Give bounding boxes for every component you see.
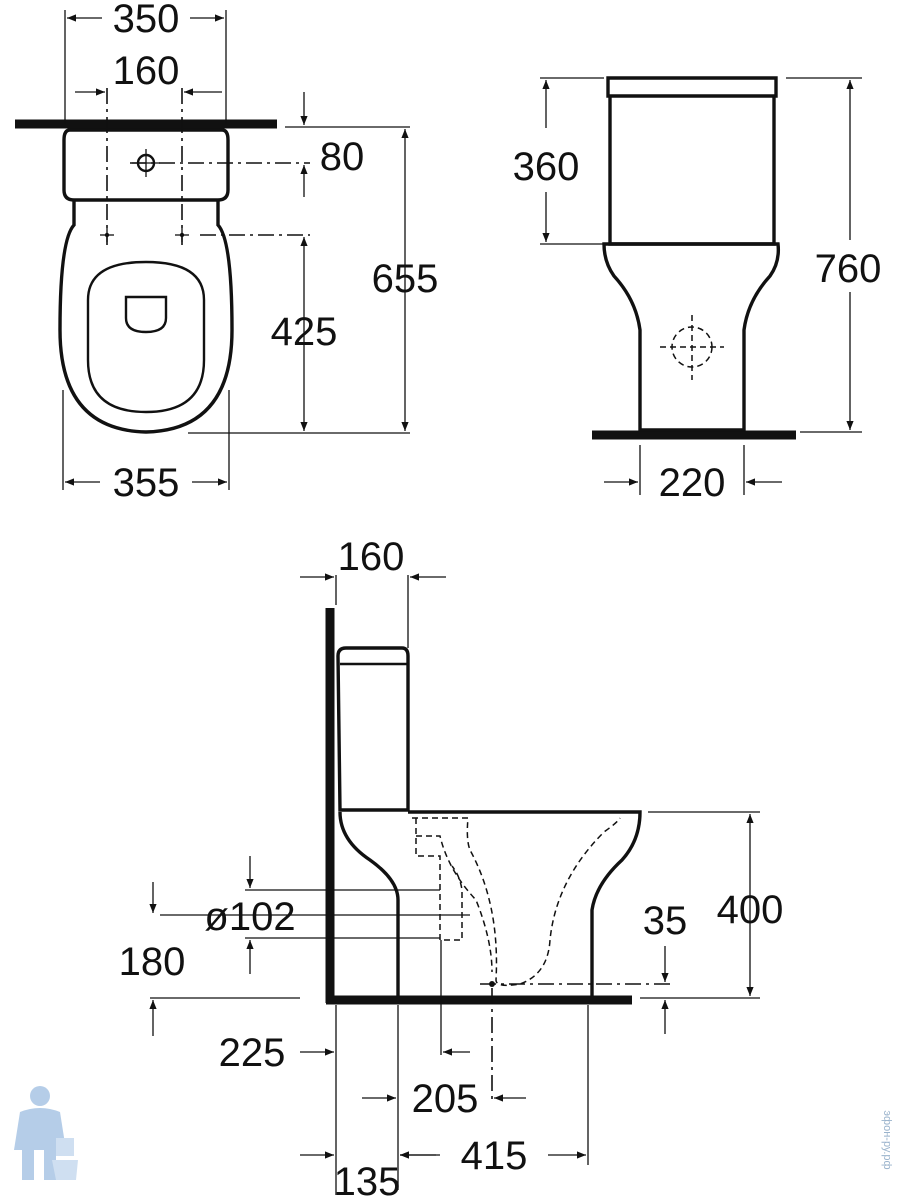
watermark-site-text: эфон-ру.рф <box>881 1110 893 1169</box>
dim-floor-offset: 35 <box>643 899 688 943</box>
seat-outline <box>86 260 206 414</box>
trap-hidden-inner <box>416 835 493 973</box>
outlet-hidden <box>415 818 463 941</box>
dim-total-depth: 655 <box>372 257 439 301</box>
dim-width-bowl: 355 <box>113 461 180 505</box>
flush-button-icon <box>124 295 168 334</box>
dim-floor-outlet: 205 <box>412 1077 479 1121</box>
dim-outlet-height: 180 <box>119 940 186 984</box>
dim-cistern-depth: 160 <box>338 535 405 579</box>
dim-base-depth: 415 <box>461 1134 528 1178</box>
dim-outlet-diameter: ø102 <box>204 895 295 939</box>
dim-fixing-to-front: 425 <box>271 310 338 354</box>
dim-width-top: 350 <box>113 0 180 41</box>
cistern-side <box>336 646 410 812</box>
trap-hidden-outer <box>412 817 621 987</box>
cistern-body <box>608 96 776 246</box>
dim-rim-height: 400 <box>717 888 784 932</box>
plumber-mascot-logo <box>14 1086 78 1180</box>
pan-back-curve <box>338 811 400 998</box>
pedestal-front-outline <box>602 242 781 432</box>
dim-fixing-depth: 80 <box>320 135 365 179</box>
dim-cistern-height: 360 <box>513 145 580 189</box>
top-view: 350 160 80 425 655 355 <box>15 0 438 505</box>
dim-outlet-wall: 225 <box>219 1031 286 1075</box>
cistern-lid <box>606 76 778 98</box>
dim-total-height: 760 <box>815 247 882 291</box>
pan-front-outline <box>408 810 642 998</box>
dim-base-width: 220 <box>659 461 726 505</box>
dim-fixing-spacing: 160 <box>113 49 180 93</box>
front-view: 360 760 220 <box>513 76 882 505</box>
bowl-top-outline <box>58 200 234 434</box>
dim-wall-clearance: 135 <box>334 1160 401 1200</box>
side-view: 160 ø102 180 400 35 225 205 135 415 <box>119 535 784 1200</box>
